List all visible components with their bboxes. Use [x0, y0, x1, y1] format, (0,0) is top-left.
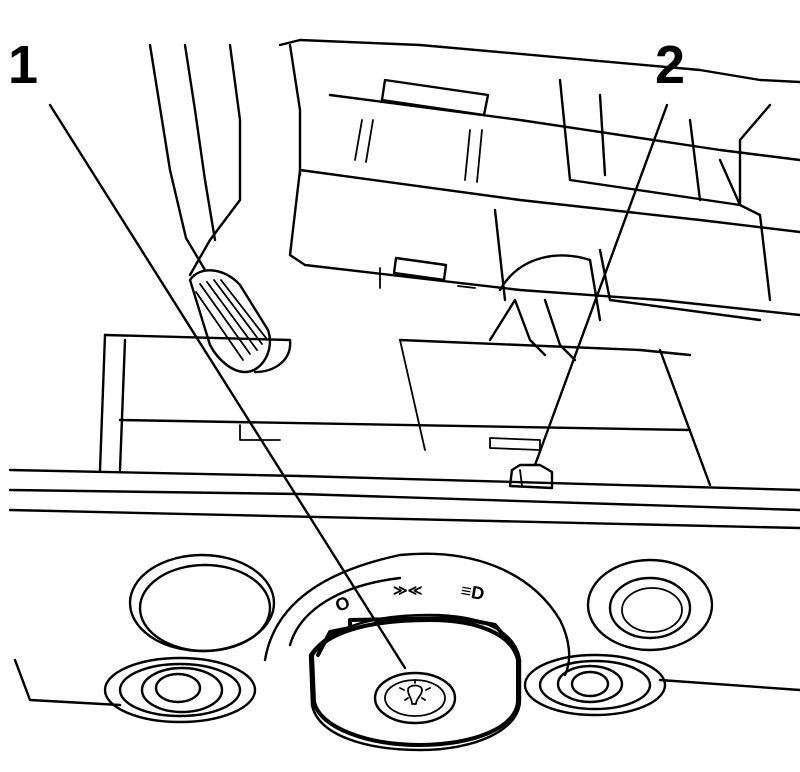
headlamp-rotary-knob	[308, 613, 522, 752]
right-air-vent	[586, 558, 714, 652]
leader-line-1	[48, 103, 407, 670]
dashboard-trim	[8, 468, 800, 707]
lower-right-switch	[523, 653, 667, 717]
switch-module-housing	[148, 38, 800, 362]
symbol-off: O	[333, 592, 353, 616]
leader-line-2	[533, 103, 669, 467]
headlamp-switch-bezel	[263, 552, 571, 677]
callout-2: 2	[655, 35, 686, 95]
symbol-parking-light: ≫≪	[393, 582, 422, 598]
knurled-grip	[188, 269, 292, 374]
lower-left-switch	[103, 656, 257, 724]
symbol-headlamp: ≡D	[459, 580, 486, 604]
left-air-vent	[128, 553, 276, 653]
callout-1: 1	[8, 35, 39, 95]
dashboard-opening	[98, 333, 712, 490]
